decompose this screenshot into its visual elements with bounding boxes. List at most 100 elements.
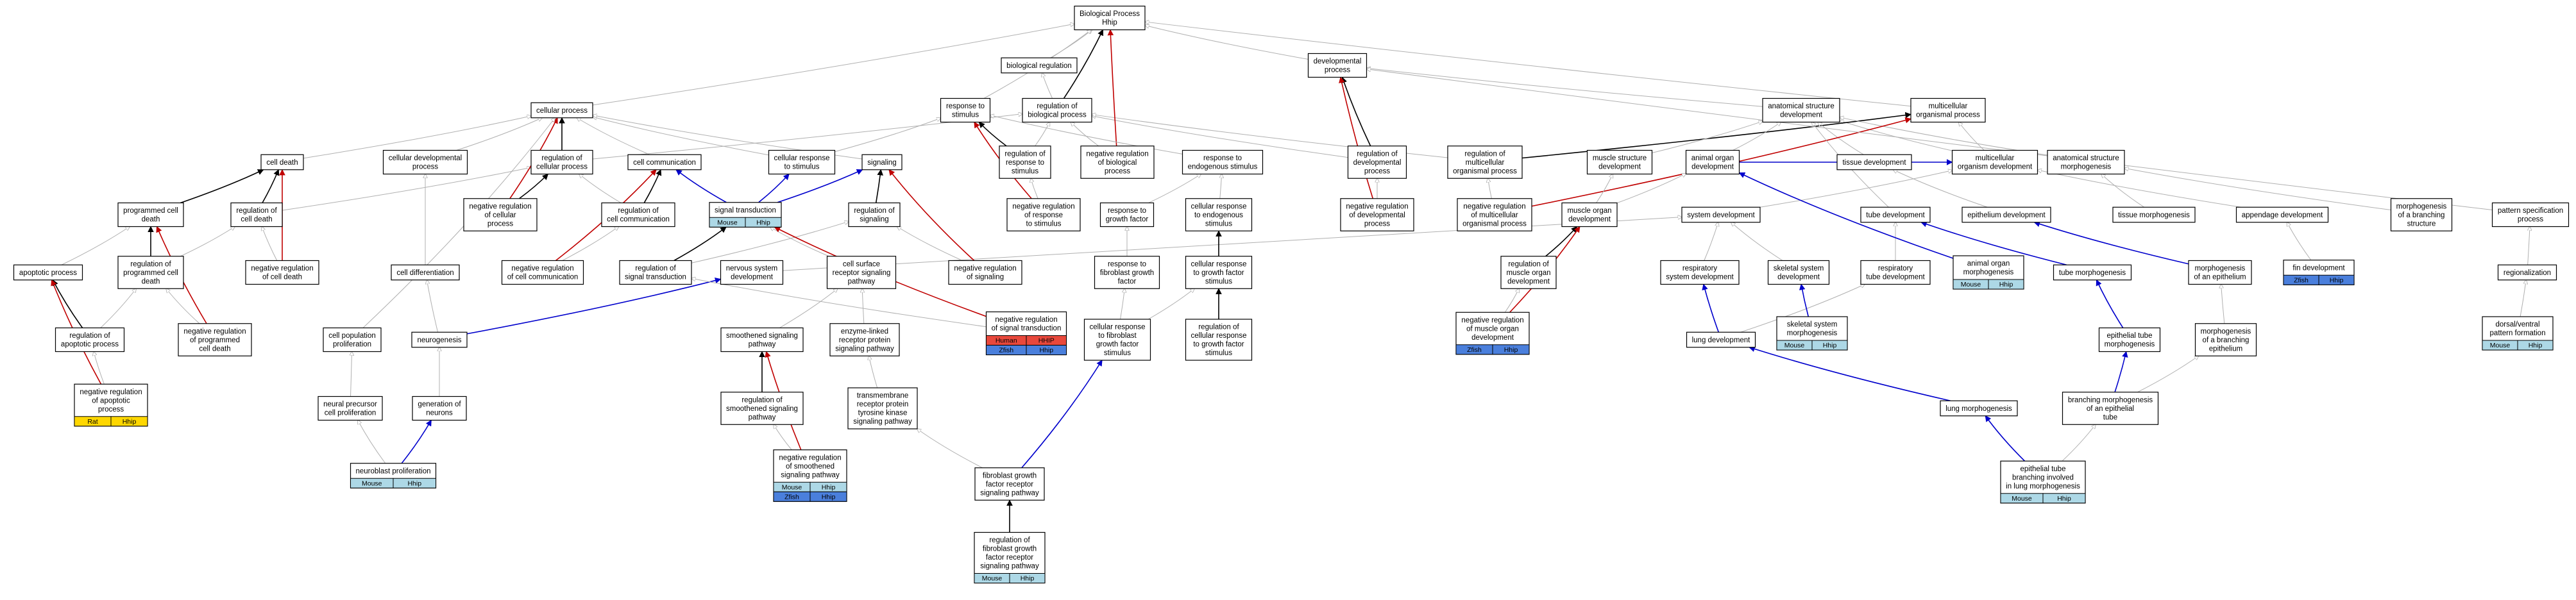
node-box xyxy=(2497,264,2557,281)
go-term-node[interactable]: apoptotic process xyxy=(13,264,83,281)
edge-is-a xyxy=(593,117,769,156)
node-box xyxy=(1347,146,1407,179)
edge-is-a xyxy=(579,174,622,203)
go-term-node[interactable]: appendage development xyxy=(2235,206,2329,223)
go-term-node[interactable]: cell death xyxy=(260,154,304,171)
edge-part-of xyxy=(2033,221,2189,265)
go-term-node[interactable]: signaling xyxy=(861,154,902,171)
go-term-node[interactable]: system development xyxy=(1681,206,1761,223)
node-label: of cell communication xyxy=(507,274,579,281)
go-term-node[interactable]: biological regulation xyxy=(1001,57,1078,74)
node-label: negative regulation xyxy=(1346,203,1408,210)
go-term-node[interactable]: epithelium development xyxy=(1962,206,2051,223)
go-term-node[interactable]: tube development xyxy=(1860,206,1931,223)
go-term-node[interactable]: neurogenesis xyxy=(411,331,468,348)
node-label: signaling pathway xyxy=(835,345,894,353)
go-term-node[interactable]: regionalization xyxy=(2497,264,2557,281)
node-label: to stimulus xyxy=(784,163,820,171)
go-term-node[interactable]: tissue development xyxy=(1836,154,1912,171)
go-term-node[interactable]: lung morphogenesis xyxy=(1940,400,2018,417)
node-label: multicellular xyxy=(1466,159,1505,167)
go-term-node[interactable]: lung development xyxy=(1686,331,1756,348)
go-term-node[interactable]: tube morphogenesis xyxy=(2053,264,2132,281)
go-term-node[interactable]: cell communication xyxy=(627,154,702,171)
go-term-node[interactable]: cell differentiation xyxy=(391,264,460,281)
go-term-node[interactable]: tissue morphogenesis xyxy=(2112,206,2196,223)
go-term-node[interactable]: cellular process xyxy=(530,102,593,119)
